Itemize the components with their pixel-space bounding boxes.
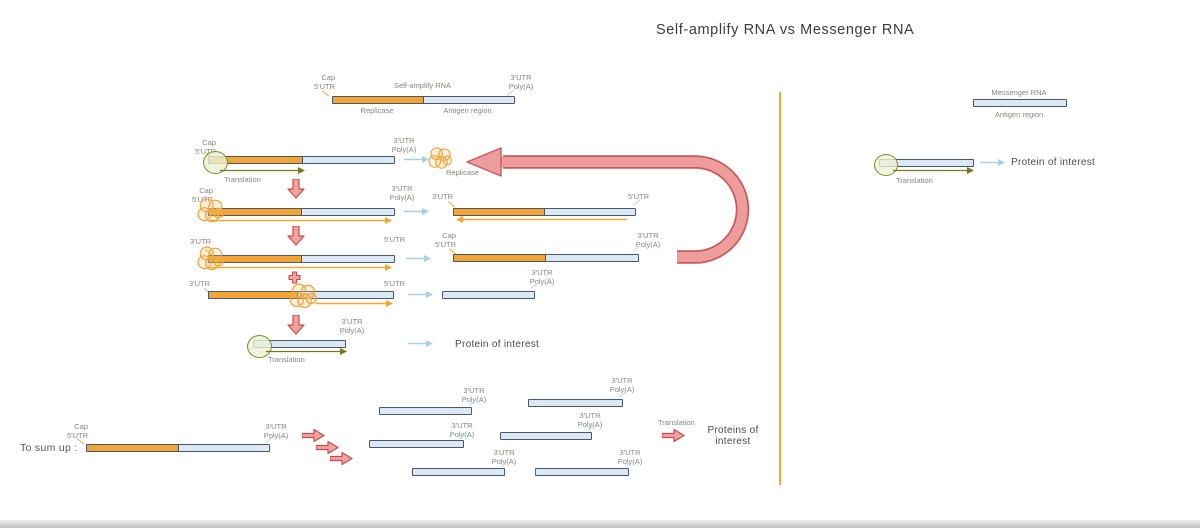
minus-strand-bar (208, 255, 395, 263)
minus-strand-bar (453, 208, 636, 216)
5utr-label: 5'UTR (384, 279, 406, 288)
mrna-copy-bar (528, 399, 623, 407)
flow-arrow-icon (404, 208, 429, 215)
sarna-bar (208, 208, 395, 216)
flow-arrow-icon (408, 340, 433, 347)
5utr-label: 5'UTR (384, 235, 406, 244)
mrna-copy-bar (412, 468, 505, 476)
translation-arrow-icon (266, 348, 347, 355)
recycle-arrow-icon (466, 147, 750, 264)
window-bottom-edge (0, 520, 1200, 528)
replicase-region-label: Replicase (360, 106, 394, 115)
right-arrow-icon (316, 440, 339, 455)
sarna-construct-bar (332, 96, 515, 104)
mrna-construct-bar (973, 99, 1067, 107)
down-arrow-icon (287, 315, 305, 335)
translation-label: Translation (224, 175, 261, 184)
flow-arrow-icon (406, 255, 431, 262)
replicase-protein-icon (197, 198, 224, 223)
protein-of-interest-label: Protein of interest (455, 339, 540, 350)
down-arrow-icon (287, 179, 305, 199)
replicase-protein-icon (289, 283, 317, 309)
messenger-rna-label: Messenger RNA (991, 88, 1047, 97)
down-arrow-icon (287, 226, 305, 246)
3utr-label: 3'UTR (190, 237, 212, 246)
subgenomic-mrna-bar (442, 291, 535, 299)
3utr-label: 3'UTR (189, 279, 211, 288)
right-arrow-icon (330, 451, 353, 466)
5utr-label: 5'UTR (628, 192, 650, 201)
mrna-copy-bar (379, 407, 472, 415)
replication-arrow-icon (209, 217, 392, 224)
right-arrow-icon (302, 428, 325, 443)
flow-arrow-icon (980, 159, 1005, 166)
replication-arrow-icon (316, 300, 393, 307)
sarna-bar (208, 156, 395, 164)
translation-label: Translation (268, 355, 305, 364)
antigen-region-label: Antigen region (443, 106, 492, 115)
ribosome-icon (203, 151, 228, 174)
to-sum-up-label: To sum up : (20, 442, 78, 454)
sarna-construct-bar (86, 444, 270, 452)
translation-arrow-icon (893, 167, 974, 174)
mrna-copy-bar (535, 468, 629, 476)
genomic-rna-bar (453, 254, 639, 262)
antigen-region-label: Antigen region (994, 110, 1044, 119)
self-amplify-rna-label: Self-amplify RNA (393, 81, 452, 90)
plus-icon (288, 271, 301, 284)
3utr-label: 3'UTR (432, 192, 454, 201)
replication-arrow-icon (209, 264, 392, 271)
replicase-protein-label: Replicase (446, 168, 479, 177)
page-title: Self-amplify RNA vs Messenger RNA (656, 22, 915, 38)
ribosome-icon (874, 154, 898, 176)
translation-label: Translation (658, 418, 695, 427)
section-divider (779, 92, 781, 485)
protein-of-interest-label: Protein of interest (1011, 157, 1096, 168)
replicase-protein-icon (428, 147, 453, 169)
replicase-protein-icon (197, 246, 224, 271)
translation-arrow-icon (220, 167, 305, 174)
mrna-copy-bar (500, 432, 592, 440)
translation-label: Translation (896, 176, 933, 185)
mrna-copy-bar (369, 440, 464, 448)
right-arrow-icon (662, 428, 685, 443)
replication-arrow-left-icon (456, 216, 627, 223)
ribosome-icon (247, 335, 272, 358)
flow-arrow-icon (404, 156, 429, 163)
flow-arrow-icon (408, 291, 433, 298)
